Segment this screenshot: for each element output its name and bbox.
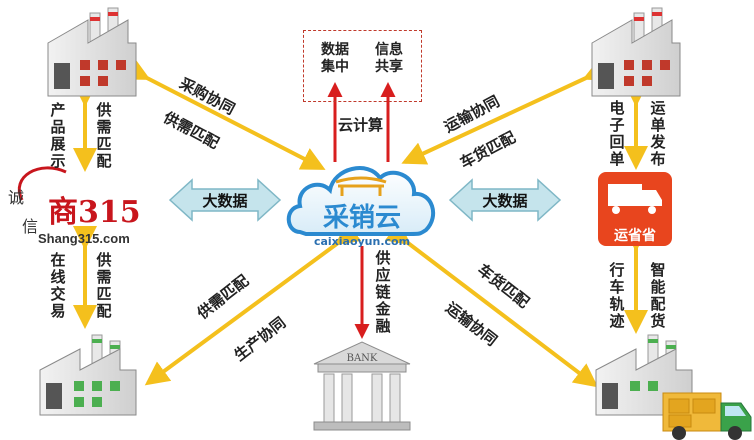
shang315-brand: 商315 bbox=[48, 195, 141, 230]
red-arrows bbox=[327, 82, 396, 339]
right-top-label-a: 电子回单 bbox=[609, 99, 625, 168]
cloud-output-box bbox=[303, 30, 422, 102]
big-data-arrow-left bbox=[168, 178, 282, 222]
supply-chain-finance-label: 供应链金融 bbox=[375, 249, 391, 335]
arrow-top-right bbox=[401, 58, 610, 165]
yunshengsheng-name: 运省省 bbox=[614, 227, 656, 244]
right-top-label-b: 运单发布 bbox=[650, 99, 666, 168]
yunshengsheng-logo bbox=[598, 172, 672, 246]
caixiaoyun-logo bbox=[286, 166, 436, 236]
shang315-slogan-right: 信 bbox=[22, 217, 38, 236]
factory-top-right-icon bbox=[591, 7, 681, 97]
arrow-bottom-left bbox=[144, 221, 362, 386]
left-bottom-label-a: 在线交易 bbox=[50, 251, 66, 320]
truck-icon bbox=[662, 392, 752, 440]
bank-icon bbox=[313, 341, 411, 431]
arrow-top-left bbox=[123, 58, 326, 170]
output-info-share: 信息共享 bbox=[375, 42, 403, 75]
shang315-slogan-left: 诚 bbox=[8, 188, 24, 207]
caixiaoyun-url: caixiaoyun.com bbox=[314, 235, 410, 248]
shang315-url: Shang315.com bbox=[38, 231, 130, 246]
factory-top-left-icon bbox=[47, 7, 137, 97]
right-bottom-label-b: 智能配货 bbox=[650, 261, 666, 330]
left-bottom-label-b: 供需匹配 bbox=[96, 251, 112, 320]
shang315-logo bbox=[17, 166, 67, 201]
bank-sign: BANK bbox=[347, 353, 378, 364]
arrow-bottom-right bbox=[384, 221, 599, 388]
edge-arrows bbox=[73, 58, 648, 388]
cloud-computing-label: 云计算 bbox=[338, 116, 384, 134]
big-data-arrow-right bbox=[448, 178, 562, 222]
right-bottom-label-a: 行车轨迹 bbox=[609, 261, 625, 330]
left-top-label-b: 供需匹配 bbox=[96, 101, 112, 170]
caixiaoyun-name: 采销云 bbox=[323, 203, 401, 233]
factory-bottom-left-icon bbox=[39, 334, 137, 416]
big-data-right-label: 大数据 bbox=[482, 192, 527, 210]
big-data-left-label: 大数据 bbox=[202, 192, 247, 210]
output-data-center: 数据集中 bbox=[321, 42, 349, 75]
left-top-label-a: 产品展示 bbox=[50, 101, 66, 170]
